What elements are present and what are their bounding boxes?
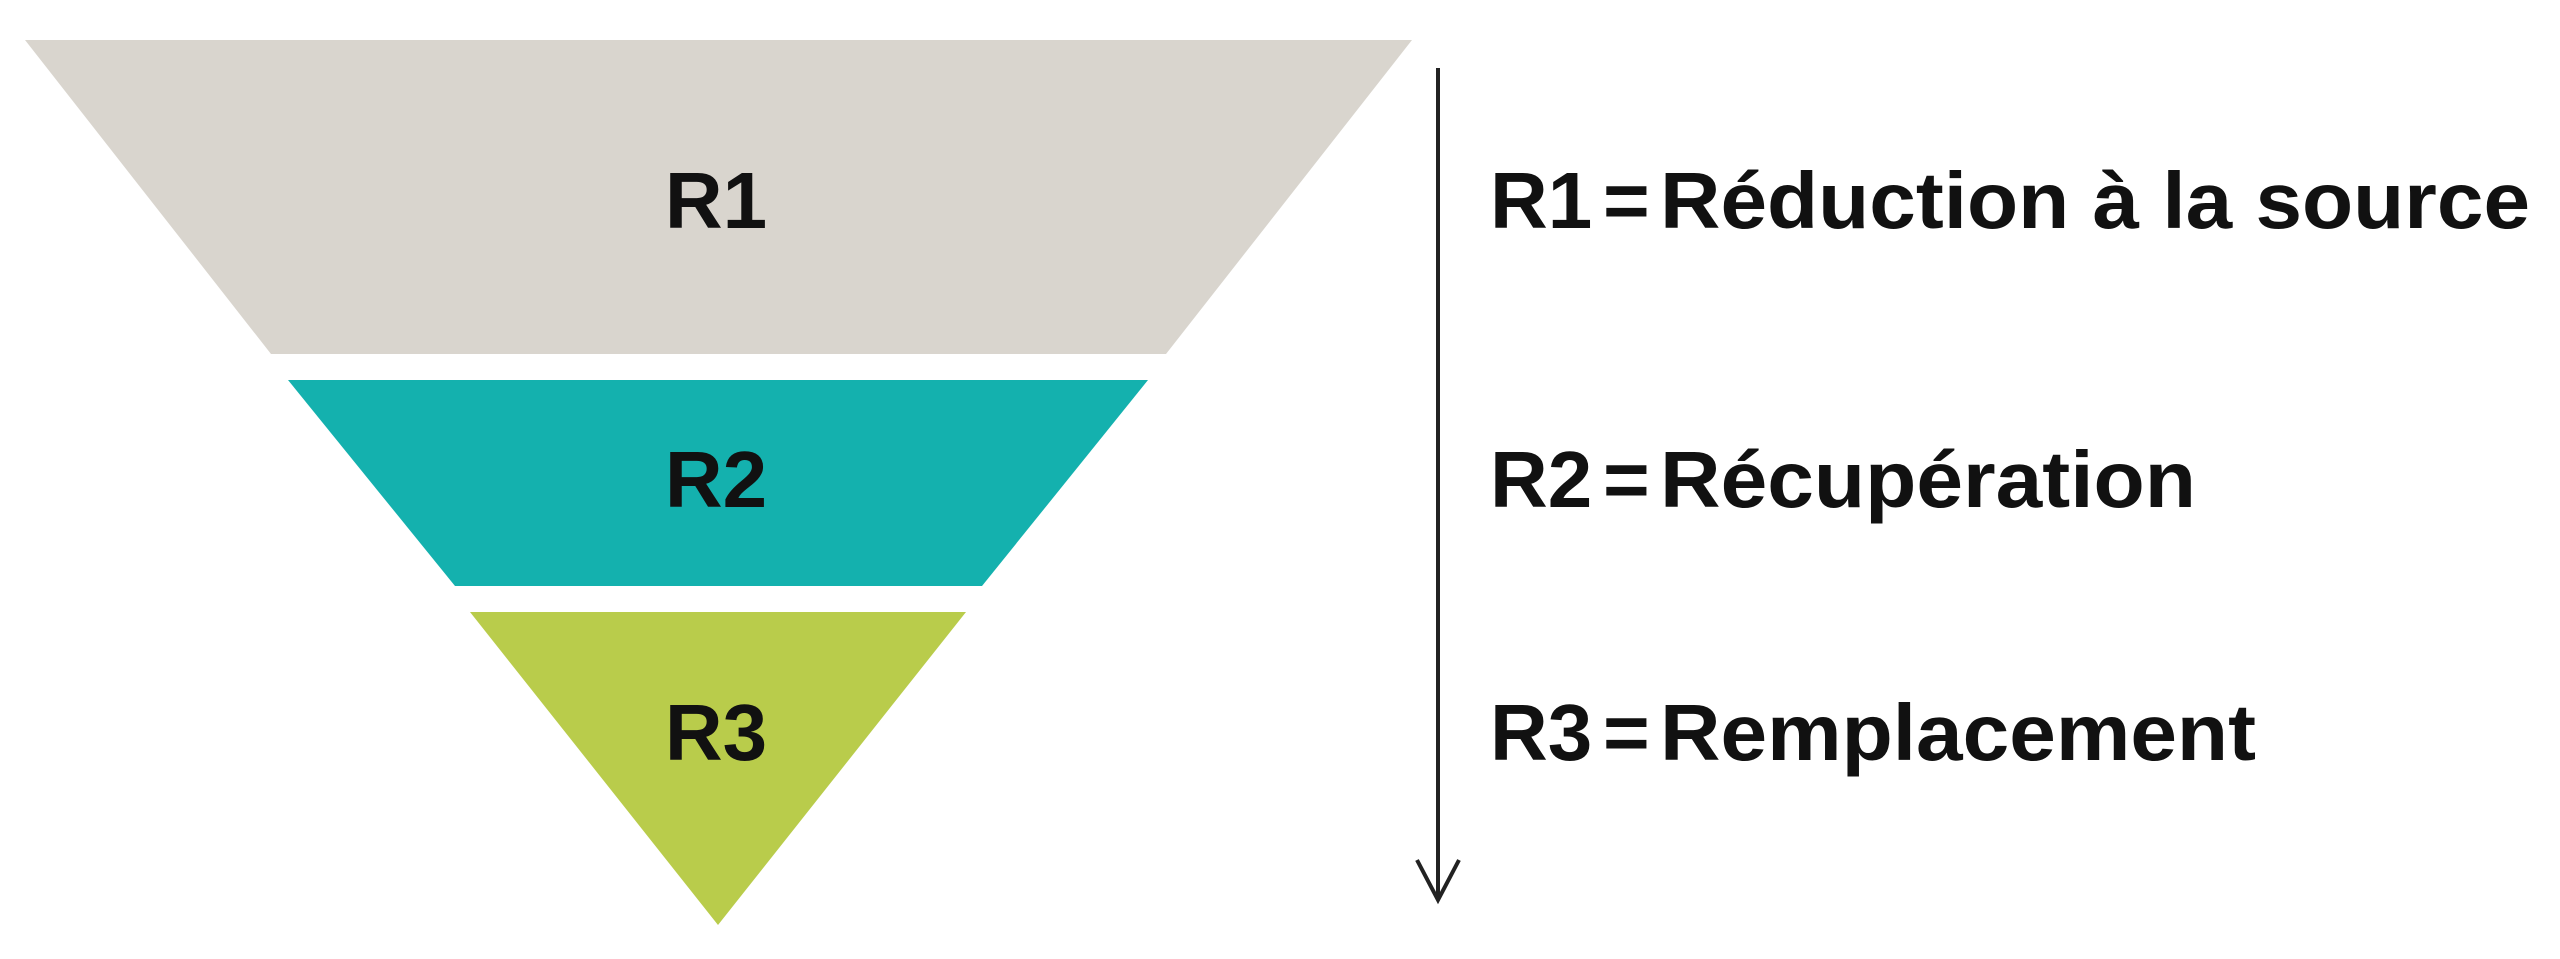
- legend-r3-description: Remplacement: [1660, 688, 2256, 777]
- legend-item-r2: R2 = Récupération: [1490, 435, 2196, 524]
- down-arrow-icon: [1415, 68, 1461, 905]
- legend-r2-description: Récupération: [1660, 435, 2196, 524]
- level-r2-label: R2: [665, 435, 767, 524]
- legend-r1-equals: =: [1603, 156, 1650, 245]
- legend-r1-code: R1: [1490, 156, 1592, 245]
- legend-item-r1: R1 = Réduction à la source: [1490, 156, 2530, 245]
- level-r3-shape: [470, 612, 966, 925]
- level-r1-label: R1: [665, 156, 767, 245]
- legend-item-r3: R3 = Remplacement: [1490, 688, 2256, 777]
- legend-r3-code: R3: [1490, 688, 1592, 777]
- legend-r3-equals: =: [1603, 688, 1650, 777]
- arrow-head: [1415, 859, 1461, 905]
- legend-r2-code: R2: [1490, 435, 1592, 524]
- legend-r2-equals: =: [1603, 435, 1650, 524]
- level-r1-shape: [25, 40, 1412, 354]
- level-r2-shape: [288, 380, 1148, 586]
- legend-r1-description: Réduction à la source: [1660, 156, 2530, 245]
- level-r3-label: R3: [665, 688, 767, 777]
